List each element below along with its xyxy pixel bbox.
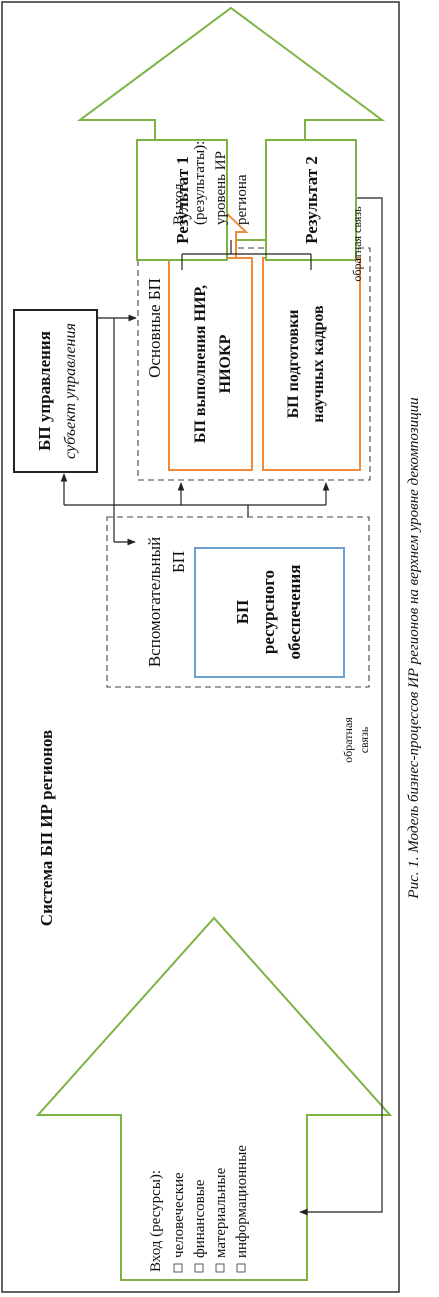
- training-process-box: [262, 257, 361, 471]
- feedback-bottom-line1: обратная: [341, 717, 355, 763]
- resource-box-line3: обеспечения: [285, 565, 304, 660]
- output-line4: региона: [234, 174, 250, 225]
- input-checkbox-1: [173, 1263, 183, 1273]
- input-item-1: человеческие: [171, 1172, 187, 1258]
- main-processes-group: [137, 247, 371, 481]
- auxiliary-group-label: Вспомогательный: [145, 537, 164, 667]
- management-title: БП управления: [35, 331, 54, 451]
- output-line1: Выход: [171, 183, 187, 225]
- feedback-top-label: обратная связь: [350, 206, 364, 282]
- auxiliary-group-label-2: БП: [169, 551, 188, 573]
- figure-caption: Рис. 1. Модель бизнес-процессов ИР регио…: [406, 397, 422, 899]
- system-title: Система БП ИР регионов: [37, 730, 56, 926]
- rnd-box-line2: НИОКР: [217, 334, 234, 393]
- input-checkbox-4: [236, 1263, 246, 1273]
- input-arrow: [35, 916, 393, 1281]
- input-item-3: материальные: [213, 1167, 229, 1258]
- resource-box-line1: БП: [233, 600, 252, 624]
- input-checkbox-3: [215, 1263, 225, 1273]
- resource-provision-box: [194, 547, 345, 678]
- auxiliary-group: [106, 516, 370, 688]
- result-2-label: Результат 2: [302, 156, 321, 244]
- result-2-box: [265, 139, 357, 261]
- management-subtitle: субъект управления: [62, 323, 79, 459]
- output-line2: (результаты):: [192, 141, 208, 225]
- input-item-4: информационные: [234, 1145, 250, 1258]
- input-checkbox-2: [194, 1263, 204, 1273]
- output-line3: уровень ИР: [213, 151, 229, 225]
- main-group-label: Основные БП: [145, 278, 164, 378]
- rnd-process-box: [168, 257, 253, 471]
- training-box-line1: БП подготовки: [285, 310, 302, 419]
- input-item-2: финансовые: [192, 1179, 208, 1258]
- training-box-line2: научных кадров: [310, 305, 327, 423]
- input-heading: Вход (ресурсы):: [148, 1170, 164, 1272]
- resource-box-line2: ресурсного: [259, 570, 278, 654]
- rnd-box-line1: БП выполнения НИР,: [192, 285, 209, 443]
- outer-frame: [1, 1, 400, 1293]
- feedback-bottom-line2: связь: [357, 726, 371, 753]
- input-items: человеческие финансовые материальные инф…: [171, 1145, 250, 1273]
- management-box: [13, 309, 98, 473]
- result-1-label: Результат 1: [173, 156, 192, 244]
